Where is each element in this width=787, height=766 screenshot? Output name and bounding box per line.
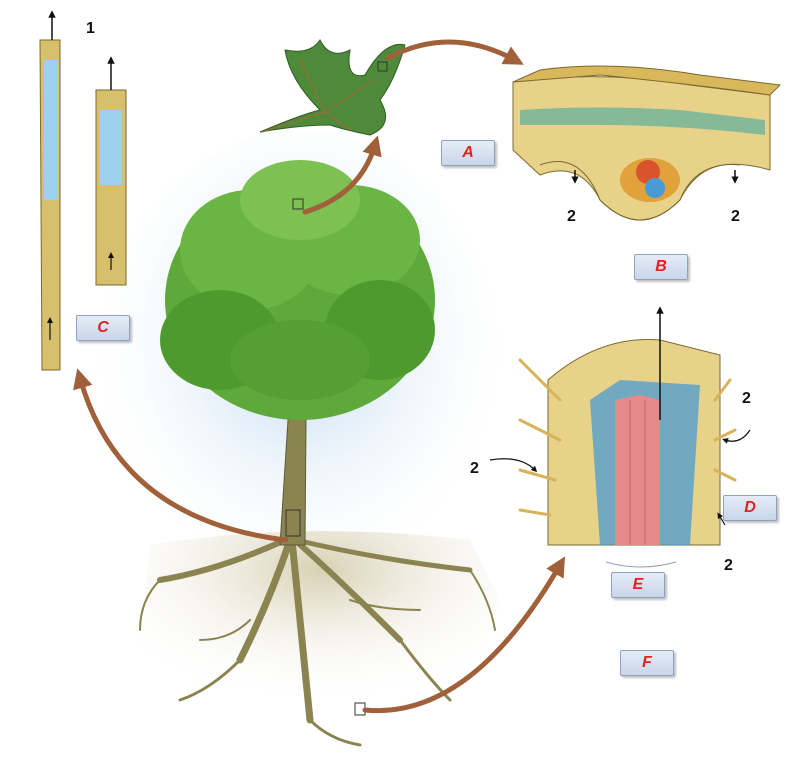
leaf-to-section-arrow: [385, 39, 524, 65]
label-d: D: [723, 495, 777, 521]
root-to-section-arrow: [362, 556, 566, 714]
trunk-to-vessel-arrow: [73, 368, 289, 543]
number-two-root-right: 2: [742, 390, 751, 407]
label-a: A: [441, 140, 495, 166]
label-b: B: [634, 254, 688, 280]
roots: [139, 536, 496, 747]
label-f: F: [620, 650, 674, 676]
leaf-cross-section: [512, 65, 782, 221]
canopy-to-leaf-arrow: [302, 135, 382, 215]
trunk-sample-box: [285, 509, 301, 537]
leaf-sample-box: [377, 61, 388, 72]
canopy-sample-box: [292, 198, 304, 210]
root-cross-section: [354, 306, 751, 716]
tree-canopy: [160, 160, 435, 420]
flow-arrows: [73, 39, 566, 714]
number-two-root-bottom: 2: [724, 557, 733, 574]
label-e: E: [611, 572, 665, 598]
number-two-leaf-right: 2: [731, 208, 740, 225]
number-two-leaf-left: 2: [567, 208, 576, 225]
number-two-root-left: 2: [470, 460, 479, 477]
vessel-elements: [39, 10, 127, 371]
label-c: C: [76, 315, 130, 341]
leaf: [259, 39, 406, 136]
number-one: 1: [86, 20, 95, 37]
